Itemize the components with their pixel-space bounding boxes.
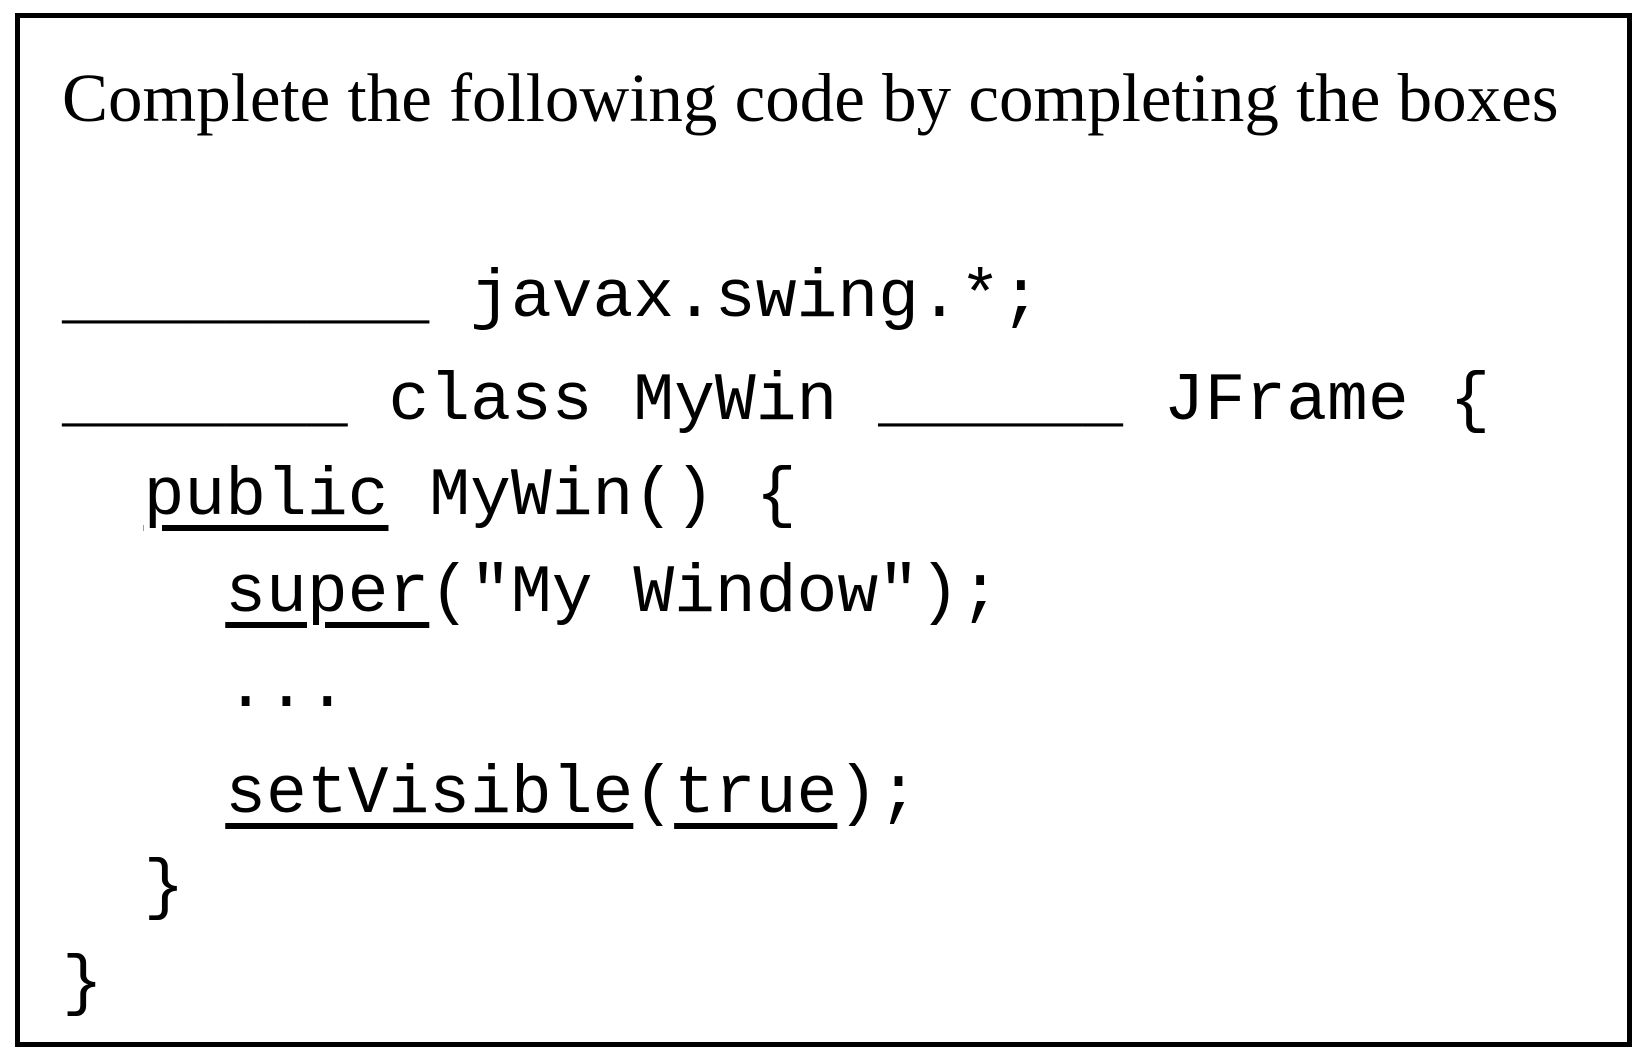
code-line: public MyWin() { [62,463,797,531]
code-text: } [62,946,103,1023]
code-text [62,555,225,632]
code-text: ("My Window"); [429,555,1001,632]
code-line: _______ class MyWin ______ JFrame { [62,368,1490,436]
code-text: ); [837,756,919,833]
fill-in-blank[interactable]: _________ [62,260,430,337]
code-text: class MyWin [347,363,879,440]
answer-word: super [225,555,430,632]
code-line: ... [62,655,347,723]
question-title: Complete the following code by completin… [62,60,1559,136]
code-text: MyWin() { [388,458,797,535]
code-line: super("My Window"); [62,560,1000,628]
fill-in-blank[interactable]: ______ [878,363,1123,440]
slide-border-frame [15,13,1632,1047]
code-text: ... [62,650,348,727]
code-line: setVisible(true); [62,761,919,829]
code-text [62,458,144,535]
answer-word: setVisible [225,756,634,833]
answer-word: public [143,458,389,535]
code-text: javax.swing.*; [429,260,1042,337]
code-line: _________ javax.swing.*; [62,265,1041,333]
fill-in-blank[interactable]: _______ [62,363,348,440]
code-text [62,756,225,833]
code-text: ( [633,756,675,833]
answer-word: true [674,756,838,833]
code-text: JFrame { [1123,363,1491,440]
code-line: } [62,855,185,923]
code-line: } [62,951,103,1019]
code-text: } [62,850,185,927]
